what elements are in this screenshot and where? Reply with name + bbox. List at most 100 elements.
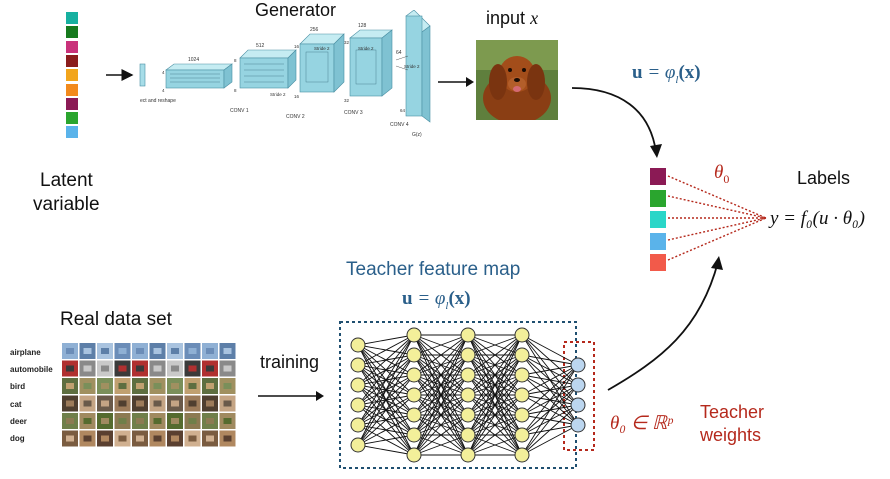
network-edge: [357, 334, 415, 426]
latent-cell: [66, 97, 78, 110]
cifar-class-label: deer: [10, 416, 27, 426]
feature-eq-top: u = φl(x): [632, 62, 701, 86]
network-edge: [413, 334, 469, 376]
cifar-thumbnail-object: [153, 400, 162, 407]
training-arrow: [258, 391, 324, 401]
dim-1024: 1024: [188, 57, 199, 63]
network-edge: [467, 414, 523, 456]
conv-block-1: [165, 63, 233, 89]
cifar-thumbnail-object: [118, 348, 127, 354]
cifar-thumbnail-object: [66, 400, 74, 407]
cifar-thumbnail-object: [66, 365, 74, 372]
hidden-node: [460, 387, 476, 403]
hidden-node: [514, 427, 530, 443]
network-edge: [521, 424, 579, 456]
input-word: input: [486, 8, 526, 28]
network-edge: [467, 374, 523, 456]
feature-eq-mid: u = φl(x): [402, 288, 471, 312]
cifar-thumbnail-object: [188, 435, 197, 442]
label-cell: [650, 254, 666, 271]
network-edge: [413, 334, 469, 436]
input-var: x: [530, 8, 539, 28]
network-edge: [413, 374, 469, 456]
side-dim: 8: [234, 88, 237, 93]
cifar-thumbnail-object: [101, 365, 109, 372]
network-edge: [357, 334, 415, 346]
hidden-node: [514, 327, 530, 343]
hidden-node: [514, 347, 530, 363]
cifar-class-label: cat: [10, 399, 22, 409]
cifar-thumbnail-object: [66, 383, 74, 389]
hidden-node: [460, 327, 476, 343]
label-cell: [650, 189, 666, 207]
conv-block-4: [349, 29, 393, 97]
cifar-thumbnail-object: [83, 383, 92, 389]
latent-cell: [66, 54, 78, 67]
cifar-thumbnail-object: [206, 435, 214, 442]
hidden-node: [460, 427, 476, 443]
cifar-thumbnail-object: [118, 383, 127, 389]
project-label: ect and reshape: [140, 98, 176, 104]
hidden-node: [460, 407, 476, 423]
latent-cell: [66, 69, 78, 82]
cifar-thumbnail-object: [206, 400, 214, 407]
cifar-thumbnail-object: [153, 348, 162, 354]
cifar-grid: [62, 343, 236, 447]
hidden-node: [460, 367, 476, 383]
teacher-map-title: Teacher feature map: [346, 259, 521, 280]
cifar-thumbnail-object: [153, 365, 162, 372]
dim-512: 512: [256, 43, 265, 49]
stride-label-2: Stride 2: [314, 46, 330, 51]
cifar-thumbnail-object: [188, 365, 197, 372]
cifar-thumbnail-object: [206, 365, 214, 372]
cifar-class-label: automobile: [10, 365, 53, 375]
network-edge: [521, 364, 579, 376]
cifar-thumbnail-object: [171, 365, 179, 372]
label-cell: [650, 168, 666, 185]
cifar-thumbnail-object: [223, 383, 232, 389]
network-edge: [357, 334, 415, 366]
network-edge: [413, 334, 469, 456]
network-edge: [467, 334, 523, 436]
output-label: G(z): [412, 132, 422, 138]
hidden-node: [350, 357, 366, 373]
cifar-thumbnail-object: [171, 418, 179, 424]
cifar-thumbnail-object: [223, 418, 232, 424]
real-data-title: Real data set: [60, 309, 172, 330]
cifar-thumbnail-object: [136, 400, 144, 407]
cifar-thumbnail-object: [83, 365, 92, 372]
hidden-node: [406, 407, 422, 423]
cifar-thumbnail-object: [153, 435, 162, 442]
conv-block-2: [239, 49, 297, 89]
side-dim: 16: [294, 94, 300, 99]
cifar-thumbnail-object: [188, 418, 197, 424]
conv2-label: CONV 2: [286, 114, 305, 120]
cifar-thumbnail-object: [171, 400, 179, 407]
cifar-thumbnail-object: [118, 418, 127, 424]
network-to-labels-arrow: [607, 261, 719, 391]
dog-image: [476, 40, 558, 120]
cifar-class-label: dog: [10, 434, 25, 443]
network-edge: [413, 334, 469, 416]
cifar-thumbnail-object: [118, 400, 127, 407]
teacher-network: [339, 321, 595, 469]
hidden-node: [460, 447, 476, 463]
conv4-label: CONV 4: [390, 122, 409, 128]
side-dim: 16: [294, 44, 300, 49]
cifar-thumbnail-object: [66, 418, 74, 424]
cifar-thumbnail-object: [223, 365, 232, 372]
latent-label-line1: Latent: [40, 170, 93, 191]
network-edge: [357, 374, 415, 446]
network-edge: [521, 334, 579, 366]
cifar-thumbnail-object: [136, 435, 144, 442]
cifar-thumbnail-object: [136, 365, 144, 372]
cifar-thumbnail-object: [136, 418, 144, 424]
hidden-node: [406, 367, 422, 383]
network-edge: [521, 364, 579, 436]
cifar-thumbnail-object: [83, 348, 92, 354]
hidden-node: [406, 387, 422, 403]
side-dim: 32: [344, 40, 350, 45]
cifar-thumbnail-object: [188, 400, 197, 407]
cifar-thumbnail-object: [153, 383, 162, 389]
network-edge: [467, 394, 523, 456]
